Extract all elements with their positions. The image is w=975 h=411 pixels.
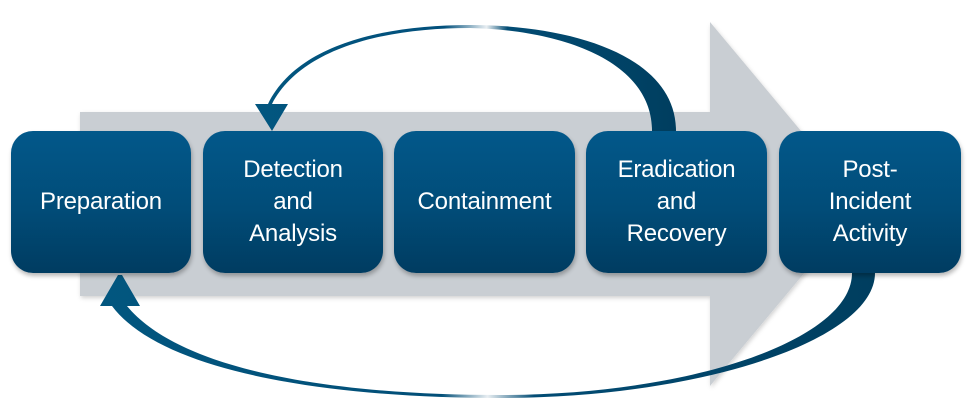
- step-detection-and-analysis-label: Detection and Analysis: [243, 156, 343, 247]
- step-detection-and-analysis[interactable]: Detection and Analysis: [203, 131, 383, 273]
- step-containment-label: Containment: [417, 188, 552, 215]
- step-eradication-and-recovery-label: Eradication and Recovery: [617, 156, 736, 247]
- step-post-incident-activity[interactable]: Post- Incident Activity: [779, 131, 961, 273]
- step-preparation[interactable]: Preparation: [11, 131, 191, 273]
- step-post-incident-activity-label: Post- Incident Activity: [828, 156, 912, 247]
- step-eradication-and-recovery[interactable]: Eradication and Recovery: [586, 131, 767, 273]
- step-preparation-label: Preparation: [40, 188, 162, 215]
- step-containment[interactable]: Containment: [394, 131, 575, 273]
